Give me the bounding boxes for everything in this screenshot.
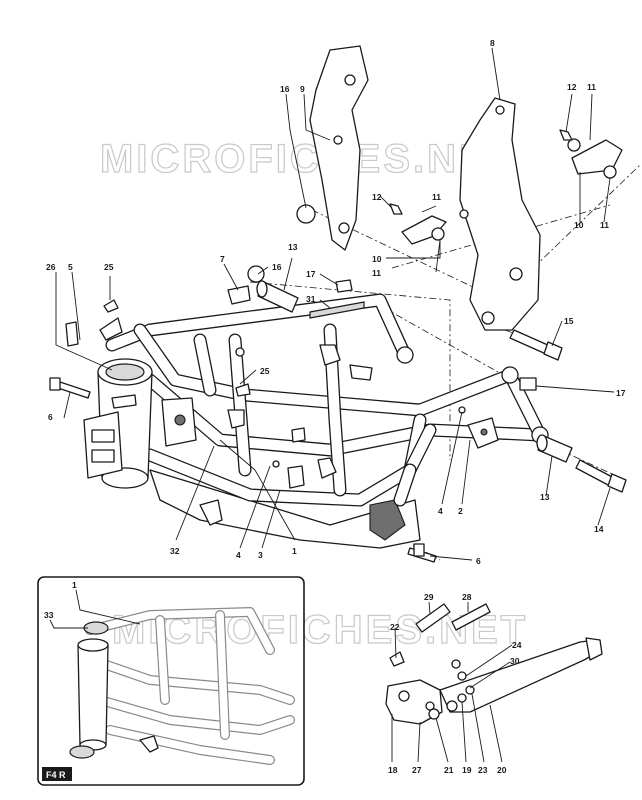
callout-20: 20 — [497, 765, 507, 775]
callout-16b: 16 — [272, 262, 282, 272]
callout-4b: 4 — [236, 550, 241, 560]
callout-8: 8 — [490, 38, 495, 48]
callout-25: 25 — [104, 262, 114, 272]
callout-13b: 13 — [540, 492, 550, 502]
callout-33: 33 — [44, 610, 54, 620]
callout-23: 23 — [478, 765, 488, 775]
callout-13: 13 — [288, 242, 298, 252]
callout-2: 2 — [458, 506, 463, 516]
main-frame — [83, 293, 549, 549]
callout-12: 12 — [372, 192, 382, 202]
callout-17: 17 — [306, 269, 316, 279]
callout-16: 16 — [280, 84, 290, 94]
callout-25b: 25 — [260, 366, 270, 376]
callout-17b: 17 — [616, 388, 626, 398]
frame-tubes — [105, 293, 547, 507]
callout-26: 26 — [46, 262, 56, 272]
footrest-plate-right — [459, 97, 541, 331]
callout-7: 7 — [220, 254, 225, 264]
callout-32: 32 — [170, 546, 180, 556]
callout-11d: 11 — [600, 220, 609, 230]
callout-28: 28 — [462, 592, 472, 602]
callout-3: 3 — [258, 550, 263, 560]
callout-19: 19 — [462, 765, 472, 775]
callout-27: 27 — [412, 765, 422, 775]
callout-22: 22 — [390, 622, 400, 632]
side-stand-assembly — [385, 603, 603, 725]
callout-1: 1 — [292, 546, 297, 556]
callout-11c: 11 — [587, 82, 596, 92]
callout-1-inset: 1 — [72, 580, 77, 590]
spring-29 — [415, 603, 451, 633]
inset-frame-tubes — [85, 607, 295, 765]
callout-12b: 12 — [567, 82, 577, 92]
leader-lines — [49, 47, 615, 763]
callout-6b: 6 — [476, 556, 481, 566]
callout-9: 9 — [300, 84, 305, 94]
callout-24: 24 — [512, 640, 522, 650]
callout-10: 10 — [372, 254, 382, 264]
callout-11: 11 — [432, 192, 441, 202]
callout-labels: 1 2 3 4 5 6 6 7 8 9 10 10 11 11 11 11 12… — [44, 38, 626, 775]
callout-18: 18 — [388, 765, 398, 775]
spring-28 — [451, 603, 491, 631]
callout-31: 31 — [306, 294, 316, 304]
callout-5: 5 — [68, 262, 73, 272]
callout-15: 15 — [564, 316, 574, 326]
callout-11b: 11 — [372, 268, 381, 278]
inset-tag: F4 R — [46, 770, 66, 780]
callout-21: 21 — [444, 765, 454, 775]
callout-29: 29 — [424, 592, 434, 602]
inset-f4r: F4 R — [37, 576, 305, 786]
callout-6: 6 — [48, 412, 53, 422]
callout-14: 14 — [594, 524, 604, 534]
loose-parts — [49, 45, 627, 563]
footrest-plate-left — [309, 45, 369, 251]
callout-10b: 10 — [574, 220, 584, 230]
callout-30: 30 — [510, 656, 520, 666]
inset-tag-bg — [42, 767, 72, 781]
watermark-top: MICROFICHES.NET — [100, 137, 516, 181]
callout-4: 4 — [438, 506, 443, 516]
frame-brackets — [111, 344, 499, 489]
